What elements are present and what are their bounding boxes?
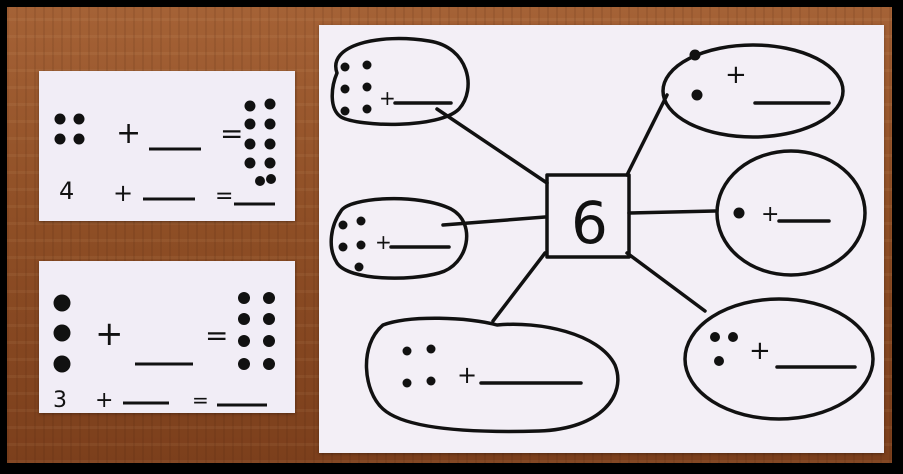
dot-group-right [245, 99, 277, 187]
bubble-plus: + [749, 336, 771, 366]
bubble-bottom-right: + [685, 299, 873, 419]
number-four: 4 [59, 177, 74, 205]
row2-equals: = [215, 184, 233, 209]
equals-sign: = [220, 117, 243, 150]
bubble-plus: + [375, 230, 392, 254]
bubble-plus: + [379, 86, 396, 110]
bubble-plus: + [725, 60, 747, 90]
row2-plus: + [113, 179, 133, 207]
bubble-middle-left: + [331, 199, 466, 278]
bubble-plus: + [457, 361, 477, 389]
card-three-plus: + = 3 + = [39, 261, 295, 413]
equals-sign: = [205, 319, 228, 352]
bubble-top-right: + [663, 45, 843, 137]
bubble-top-left: + [332, 39, 468, 125]
dot-group-left [54, 295, 71, 373]
row2-plus: + [95, 388, 113, 413]
dot-group-right [238, 292, 275, 370]
card-three-plus-drawing: + = 3 + = [39, 261, 295, 413]
plus-sign: + [116, 116, 141, 151]
number-three: 3 [53, 388, 67, 413]
dot-group-left [55, 114, 85, 145]
card-four-plus-drawing: + = 4 + = [39, 71, 295, 221]
bubble-middle-right: + [717, 151, 865, 275]
bubble-plus: + [761, 202, 779, 227]
bubble-bottom-left: + [366, 318, 617, 431]
plus-sign: + [95, 314, 124, 354]
card-four-plus: + = 4 + = [39, 71, 295, 221]
row2-equals: = [192, 388, 209, 412]
photo-frame: + = 4 + = [4, 4, 895, 466]
number-web-sheet: 6 + + [319, 25, 884, 453]
number-web-drawing: 6 + + [319, 25, 884, 453]
center-number: 6 [571, 189, 608, 257]
